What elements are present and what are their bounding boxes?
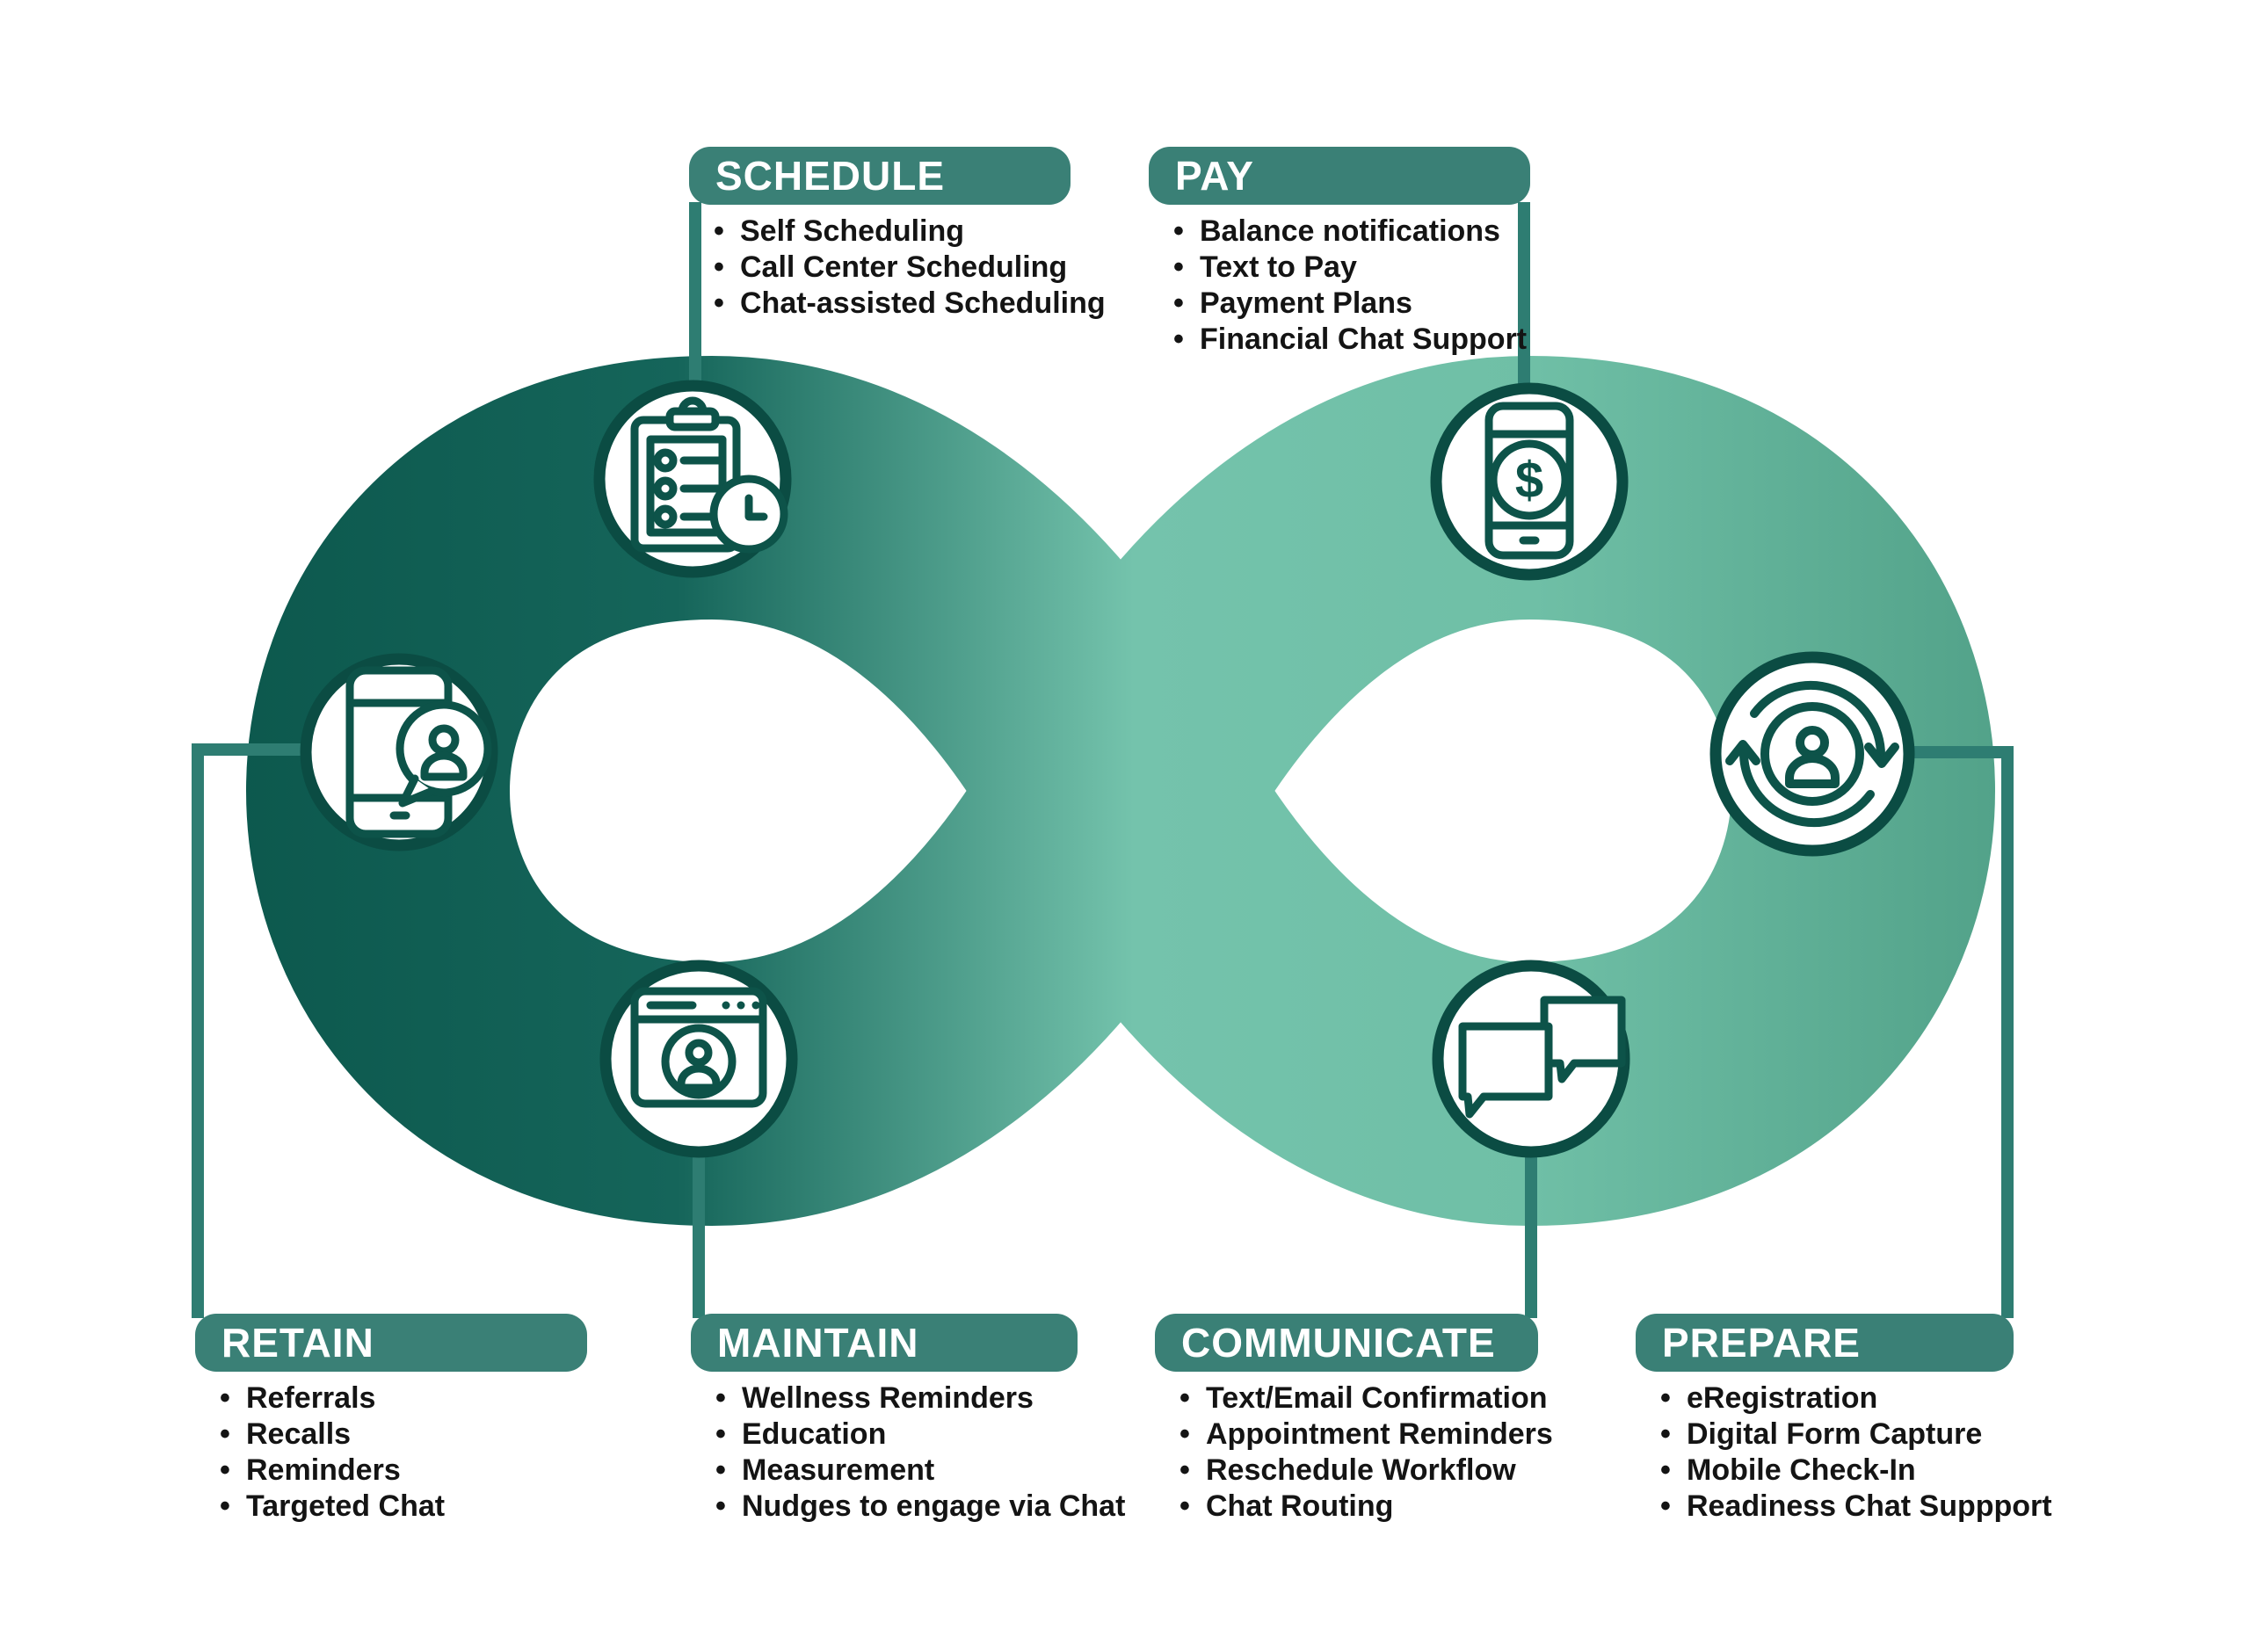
bullet-item: Targeted Chat [214, 1489, 587, 1525]
section-maintain-header: MAINTAIN [691, 1314, 1078, 1372]
section-prepare: PREPARE eRegistration Digital Form Captu… [1636, 1314, 2052, 1525]
section-title: COMMUNICATE [1181, 1320, 1496, 1366]
section-title: PREPARE [1662, 1320, 1861, 1366]
dollar-glyph: $ [1515, 452, 1543, 509]
bullet-item: Nudges to engage via Chat [710, 1489, 1125, 1525]
section-pay-header: PAY [1149, 147, 1530, 205]
bullet-item: Referrals [214, 1380, 587, 1417]
section-title: RETAIN [221, 1320, 374, 1366]
section-communicate-items: Text/Email Confirmation Appointment Remi… [1155, 1380, 1553, 1525]
bullet-item: Balance notifications [1168, 214, 1530, 250]
bullet-item: Call Center Scheduling [708, 250, 1071, 286]
infinity-ribbon [246, 356, 1995, 1226]
section-maintain-items: Wellness Reminders Education Measurement… [691, 1380, 1125, 1525]
phone-chat-person-icon [345, 666, 492, 838]
section-schedule-header: SCHEDULE [689, 147, 1071, 205]
bullet-item: Payment Plans [1168, 286, 1530, 322]
bullet-item: Education [710, 1417, 1078, 1453]
chat-bubbles-icon [1458, 996, 1626, 1119]
section-pay-items: Balance notifications Text to Pay Paymen… [1149, 214, 1530, 358]
section-maintain: MAINTAIN Wellness Reminders Education Me… [691, 1314, 1125, 1525]
section-prepare-header: PREPARE [1636, 1314, 2014, 1372]
bullet-item: Measurement [710, 1453, 1078, 1489]
section-schedule: SCHEDULE Self Scheduling Call Center Sch… [689, 147, 1106, 322]
section-retain: RETAIN Referrals Recalls Reminders Targe… [195, 1314, 587, 1525]
bullet-item: Text/Email Confirmation [1174, 1380, 1548, 1417]
section-title: MAINTAIN [717, 1320, 919, 1366]
bullet-item: Self Scheduling [708, 214, 1071, 250]
phone-dollar-icon: $ [1484, 402, 1574, 560]
bullet-item: Chat-assisted Scheduling [708, 286, 1106, 322]
bullet-item: Digital Form Capture [1655, 1417, 2014, 1453]
bullet-item: Text to Pay [1168, 250, 1530, 286]
section-title: SCHEDULE [715, 153, 946, 199]
bullet-item: Mobile Check-In [1655, 1453, 2014, 1489]
bullet-item: Recalls [214, 1417, 587, 1453]
section-pay: PAY Balance notifications Text to Pay Pa… [1149, 147, 1530, 358]
section-retain-header: RETAIN [195, 1314, 587, 1372]
bullet-item: Reminders [214, 1453, 587, 1489]
section-prepare-items: eRegistration Digital Form Capture Mobil… [1636, 1380, 2052, 1525]
person-cycle-arrows-icon [1725, 680, 1899, 828]
clipboard-checklist-clock-icon [630, 396, 788, 554]
bullet-item: Wellness Reminders [710, 1380, 1078, 1417]
section-retain-items: Referrals Recalls Reminders Targeted Cha… [195, 1380, 587, 1525]
bullet-item: Financial Chat Support [1168, 322, 1530, 358]
bullet-item: Chat Routing [1174, 1489, 1538, 1525]
section-title: PAY [1175, 153, 1254, 199]
section-communicate: COMMUNICATE Text/Email Confirmation Appo… [1155, 1314, 1553, 1525]
bullet-item: Reschedule Workflow [1174, 1453, 1538, 1489]
section-communicate-header: COMMUNICATE [1155, 1314, 1538, 1372]
bullet-item: Readiness Chat Suppport [1655, 1489, 2052, 1525]
browser-profile-icon [630, 987, 767, 1108]
section-schedule-items: Self Scheduling Call Center Scheduling C… [689, 214, 1106, 322]
bullet-item: Appointment Reminders [1174, 1417, 1553, 1453]
bullet-item: eRegistration [1655, 1380, 2014, 1417]
